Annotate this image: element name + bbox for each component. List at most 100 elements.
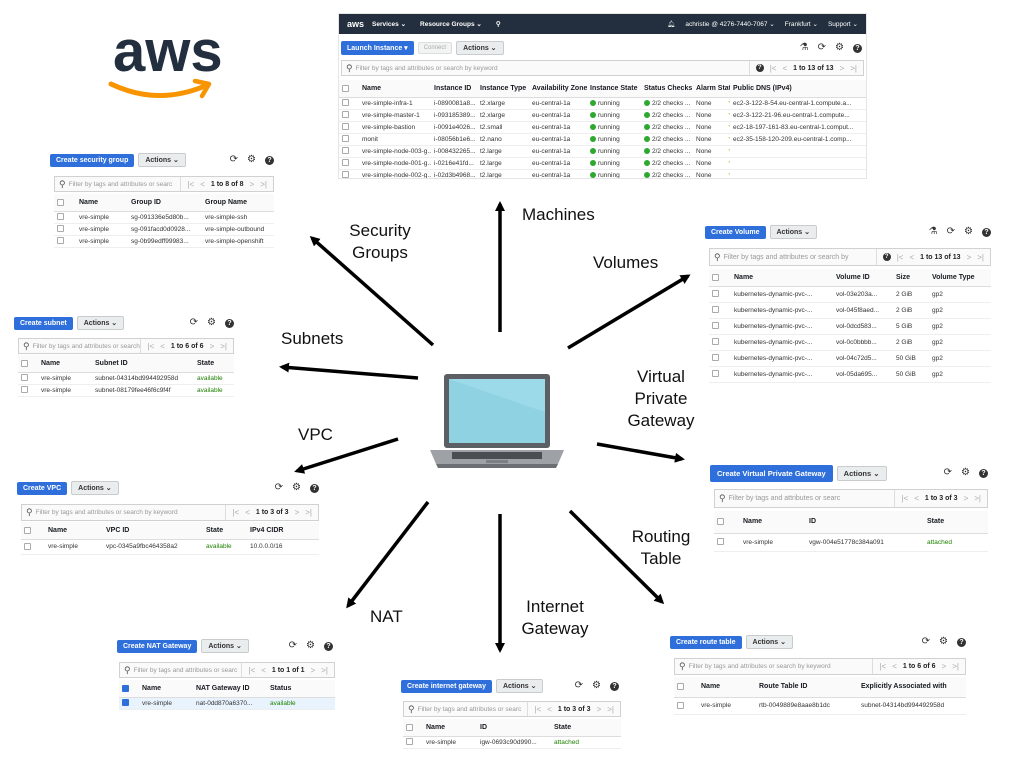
column-header[interactable]: ID [477, 719, 551, 737]
next-page-icon[interactable]: > [966, 252, 972, 262]
next-page-icon[interactable]: > [839, 63, 845, 73]
search-input[interactable]: Filter by tags and attributes or search … [355, 64, 498, 72]
help-icon[interactable]: ? [755, 64, 764, 72]
next-page-icon[interactable]: > [941, 662, 947, 671]
prev-page-icon[interactable]: < [261, 665, 266, 675]
actions-button[interactable]: Actions ⌄ [71, 481, 119, 495]
column-header[interactable]: State [924, 511, 988, 534]
row-checkbox[interactable] [57, 213, 64, 221]
create-vpg-button[interactable]: Create Virtual Private Gateway [710, 464, 833, 482]
create-volume-button[interactable]: Create Volume [705, 225, 766, 239]
select-all-checkbox[interactable] [57, 198, 64, 206]
row-checkbox[interactable] [57, 237, 64, 245]
alarm-bell-icon[interactable]: ↘ [726, 148, 730, 155]
column-header[interactable]: State [551, 719, 621, 737]
last-page-icon[interactable]: >| [321, 665, 328, 675]
search-input[interactable]: Filter by tags and attributes or search … [688, 663, 831, 670]
flask-icon[interactable]: ⚗ [928, 226, 938, 237]
create-security-group-button[interactable]: Create security group [50, 153, 135, 167]
column-header[interactable]: Group ID [128, 194, 202, 212]
help-icon[interactable]: ? [853, 43, 862, 53]
row-checkbox[interactable] [406, 738, 413, 746]
actions-button[interactable]: Actions ⌄ [201, 639, 249, 653]
gear-icon[interactable]: ⚙ [964, 226, 973, 237]
column-header[interactable]: Alarm Status [693, 80, 730, 98]
alarm-bell-icon[interactable]: ↘ [726, 136, 730, 143]
column-header[interactable]: Name [740, 511, 806, 534]
search-input[interactable]: Filter by tags and attributes or searc [68, 180, 173, 188]
help-icon[interactable]: ? [225, 318, 234, 328]
row-checkbox[interactable] [677, 701, 684, 709]
column-header[interactable]: Name [139, 680, 193, 698]
gear-icon[interactable]: ⚙ [835, 42, 844, 53]
gear-icon[interactable]: ⚙ [961, 467, 970, 478]
create-vpc-button[interactable]: Create VPC [17, 481, 68, 495]
column-header[interactable]: State [194, 355, 234, 373]
refresh-icon[interactable]: ⟳ [817, 42, 827, 53]
column-header[interactable]: Name [423, 719, 477, 737]
gear-icon[interactable]: ⚙ [292, 482, 301, 493]
search-input[interactable]: Filter by tags and attributes or searc [728, 495, 841, 502]
help-icon[interactable]: ? [957, 637, 966, 647]
row-checkbox[interactable] [122, 699, 129, 707]
help-icon[interactable]: ? [324, 641, 333, 651]
first-page-icon[interactable]: |< [769, 63, 777, 73]
select-all-checkbox[interactable] [24, 526, 31, 534]
column-header[interactable]: IPv4 CIDR [247, 522, 319, 540]
row-checkbox[interactable] [712, 370, 719, 378]
pin-icon[interactable]: ⚲ [495, 21, 501, 28]
create-internet-gateway-button[interactable]: Create internet gateway [401, 679, 492, 693]
help-icon[interactable]: ? [310, 483, 319, 493]
gear-icon[interactable]: ⚙ [592, 680, 601, 691]
resource-groups-menu[interactable]: Resource Groups ⌄ [420, 21, 482, 28]
table-row[interactable]: kubernetes-dynamic-pvc-...vol-045f8aed..… [709, 302, 991, 319]
actions-button[interactable]: Actions ⌄ [495, 679, 544, 693]
row-checkbox[interactable] [57, 225, 64, 233]
last-page-icon[interactable]: >| [974, 494, 981, 503]
gear-icon[interactable]: ⚙ [247, 154, 256, 165]
first-page-icon[interactable]: |< [147, 341, 155, 351]
select-all-checkbox[interactable] [342, 84, 349, 92]
first-page-icon[interactable]: |< [879, 662, 887, 671]
column-header[interactable]: Subnet ID [92, 355, 194, 373]
first-page-icon[interactable]: |< [232, 508, 240, 517]
help-icon[interactable]: ? [979, 468, 988, 478]
help-icon[interactable]: ? [882, 253, 891, 261]
select-all-checkbox[interactable] [21, 359, 28, 367]
gear-icon[interactable]: ⚙ [306, 640, 315, 651]
actions-button[interactable]: Actions ⌄ [769, 225, 817, 239]
create-route-table-button[interactable]: Create route table [670, 635, 742, 649]
table-row[interactable]: vre-simple-node-003-g...i-008432265...t2… [339, 145, 866, 158]
row-checkbox[interactable] [712, 338, 719, 346]
row-checkbox[interactable] [712, 354, 719, 362]
column-header[interactable]: Availability Zone [529, 80, 587, 98]
row-checkbox[interactable] [342, 159, 349, 167]
help-icon[interactable]: ? [610, 681, 619, 691]
row-checkbox[interactable] [24, 542, 31, 550]
create-subnet-button[interactable]: Create subnet [14, 316, 73, 330]
refresh-icon[interactable]: ⟳ [946, 226, 956, 237]
last-page-icon[interactable]: >| [260, 179, 267, 189]
region-menu[interactable]: Frankfurt ⌄ [784, 21, 818, 28]
help-icon[interactable]: ? [982, 227, 991, 237]
column-header[interactable]: Instance ID [431, 80, 477, 98]
table-row[interactable]: kubernetes-dynamic-pvc-...vol-0dcd583...… [709, 318, 991, 335]
column-header[interactable]: Instance Type [477, 80, 529, 98]
prev-page-icon[interactable]: < [782, 63, 788, 73]
next-page-icon[interactable]: > [596, 704, 602, 714]
search-input[interactable]: Filter by tags and attributes or searc [417, 705, 522, 713]
gear-icon[interactable]: ⚙ [939, 636, 948, 647]
refresh-icon[interactable]: ⟳ [189, 317, 199, 328]
table-row[interactable]: vre-simple-node-002-g...i-02d3b4968...t2… [339, 169, 866, 178]
row-checkbox[interactable] [342, 171, 349, 178]
column-header[interactable]: Instance State [587, 80, 641, 98]
refresh-icon[interactable]: ⟳ [229, 154, 239, 165]
